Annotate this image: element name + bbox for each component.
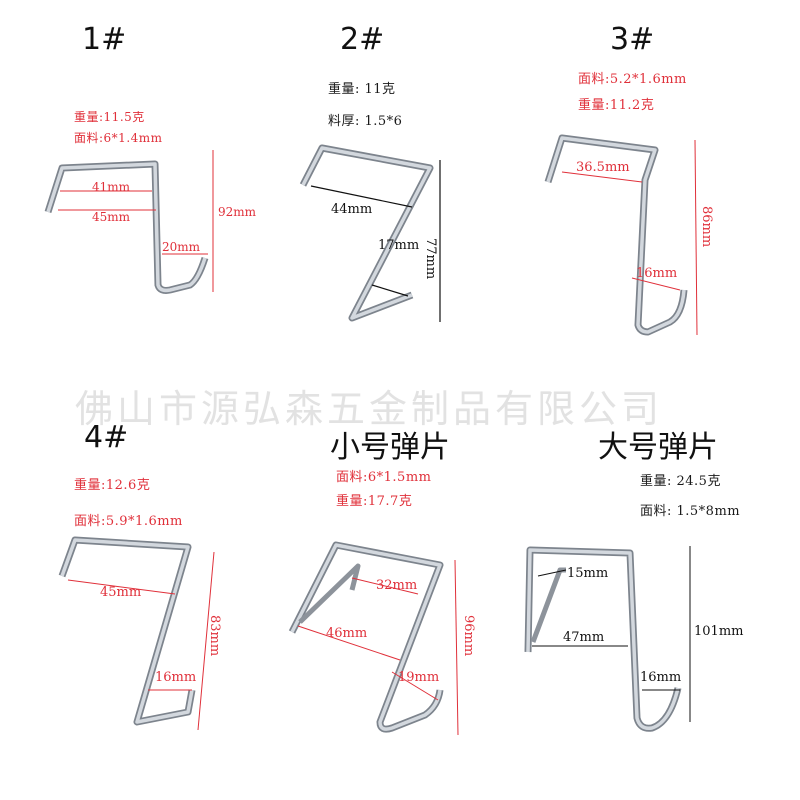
- dimension-label: 45mm: [92, 210, 131, 224]
- dimension-label: 20mm: [162, 240, 201, 254]
- company-watermark: 佛山市源弘森五金制品有限公司: [75, 387, 664, 431]
- product-material: 面料:5.9*1.6mm: [74, 514, 183, 529]
- dimension-label: 101mm: [694, 624, 744, 639]
- product-title: 1#: [82, 22, 127, 57]
- dimension-label: 45mm: [100, 585, 142, 600]
- dimension-label: 16mm: [636, 266, 678, 281]
- product-title: 4#: [84, 420, 129, 455]
- product-material: 面料:6*1.4mm: [74, 131, 163, 145]
- product-weight: 重量:17.7克: [336, 494, 413, 509]
- product-weight: 重量:11.5克: [74, 110, 145, 124]
- dimension-label: 19mm: [398, 670, 440, 685]
- dimension-label: 17mm: [378, 238, 420, 253]
- product-title: 小号弹片: [330, 430, 450, 465]
- dimension-label: 36.5mm: [576, 160, 630, 175]
- product-weight: 重量: 24.5克: [640, 474, 721, 489]
- product-weight: 重量:12.6克: [74, 478, 151, 493]
- product-material: 面料:5.2*1.6mm: [578, 72, 687, 87]
- product-material: 面料: 1.5*8mm: [640, 504, 741, 519]
- dimension-label: 16mm: [640, 670, 682, 685]
- dimension-label: 15mm: [567, 566, 609, 581]
- product-title: 2#: [340, 22, 385, 57]
- product-title: 3#: [610, 22, 655, 57]
- product-weight: 重量: 11克: [328, 82, 396, 97]
- dimension-label: 16mm: [155, 670, 197, 685]
- product-title: 大号弹片: [598, 430, 718, 465]
- product-material: 面料:6*1.5mm: [336, 470, 432, 485]
- dimension-label: 46mm: [326, 626, 368, 641]
- dimension-label: 92mm: [218, 205, 257, 219]
- product-weight: 重量:11.2克: [578, 98, 655, 113]
- dimension-label: 32mm: [376, 578, 418, 593]
- dimension-label: 41mm: [92, 180, 131, 194]
- dimension-label: 47mm: [563, 630, 605, 645]
- dimension-label: 44mm: [331, 202, 373, 217]
- product-material: 料厚: 1.5*6: [328, 114, 403, 129]
